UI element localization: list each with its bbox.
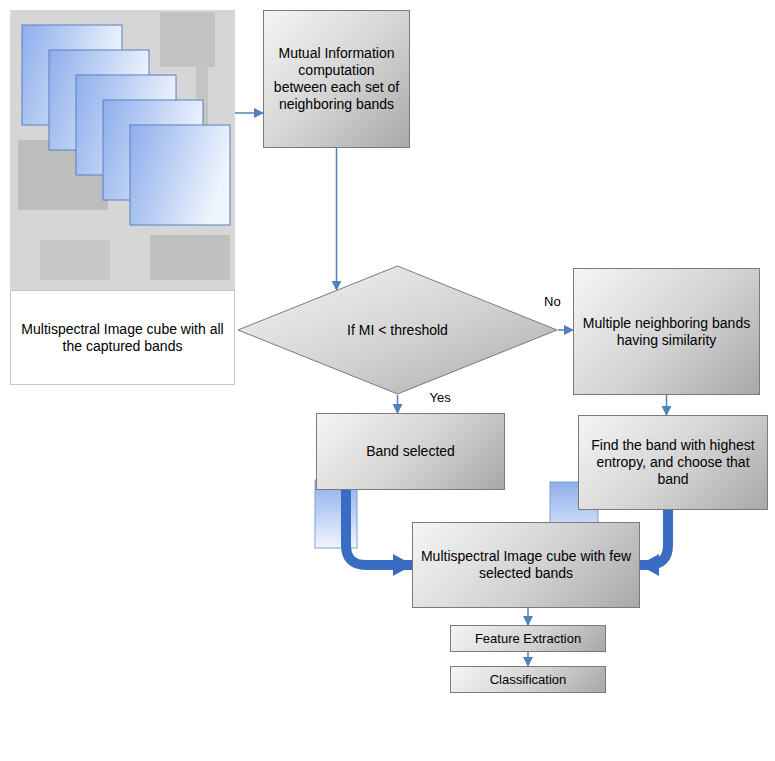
process-box: Classification bbox=[450, 666, 606, 693]
node-text: Multispectral Image cube with few select… bbox=[419, 548, 633, 582]
text-block: Classification bbox=[457, 672, 599, 688]
text-block: Multispectral Image cube with all the ca… bbox=[19, 321, 226, 355]
band-stack bbox=[22, 25, 230, 225]
text-block: Band selected bbox=[323, 443, 498, 460]
merge-arrow bbox=[346, 490, 412, 565]
lab-photo bbox=[10, 10, 235, 290]
node-text: Multispectral Image cube with all the ca… bbox=[19, 321, 226, 355]
merge-arrow bbox=[640, 510, 668, 565]
flow-arrow bbox=[558, 329, 573, 331]
node-text: Band selected bbox=[323, 443, 498, 460]
node-text: Find the band with highest entropy, and … bbox=[585, 437, 761, 487]
flow-arrow bbox=[527, 608, 529, 625]
node-text: Classification bbox=[457, 672, 599, 688]
node-text: Feature Extraction bbox=[457, 631, 599, 647]
process-box: Mutual Information computation between e… bbox=[263, 10, 410, 148]
process-box: Multispectral Image cube with few select… bbox=[412, 522, 640, 608]
text-block: Feature Extraction bbox=[457, 631, 599, 647]
text-block: Multispectral Image cube with few select… bbox=[419, 548, 633, 582]
flow-arrow bbox=[666, 395, 668, 415]
process-box: Feature Extraction bbox=[450, 625, 606, 652]
node-text: Multiple neighboring bands having simila… bbox=[580, 315, 753, 349]
text-block: Mutual Information computation between e… bbox=[270, 45, 403, 112]
flow-arrow bbox=[235, 112, 263, 114]
caption-panel: Multispectral Image cube with all the ca… bbox=[10, 290, 235, 385]
text-block: Find the band with highest entropy, and … bbox=[585, 437, 761, 487]
text-block: Multiple neighboring bands having simila… bbox=[580, 315, 753, 349]
decision-diamond: If MI < threshold bbox=[237, 265, 558, 395]
text-block: If MI < threshold bbox=[342, 322, 454, 339]
flow-arrow bbox=[397, 395, 399, 413]
image-caption-box: Multispectral Image cube with all the ca… bbox=[10, 10, 235, 385]
node-text: Mutual Information computation between e… bbox=[270, 45, 403, 112]
flow-arrow bbox=[336, 148, 338, 290]
process-box: Multiple neighboring bands having simila… bbox=[573, 268, 760, 395]
process-box: Find the band with highest entropy, and … bbox=[578, 415, 768, 510]
edge-label: Yes bbox=[428, 390, 453, 406]
edge-label: No bbox=[542, 294, 563, 310]
process-box: Band selected bbox=[316, 413, 505, 490]
flow-arrow bbox=[527, 652, 529, 666]
node-text: If MI < threshold bbox=[342, 322, 454, 339]
